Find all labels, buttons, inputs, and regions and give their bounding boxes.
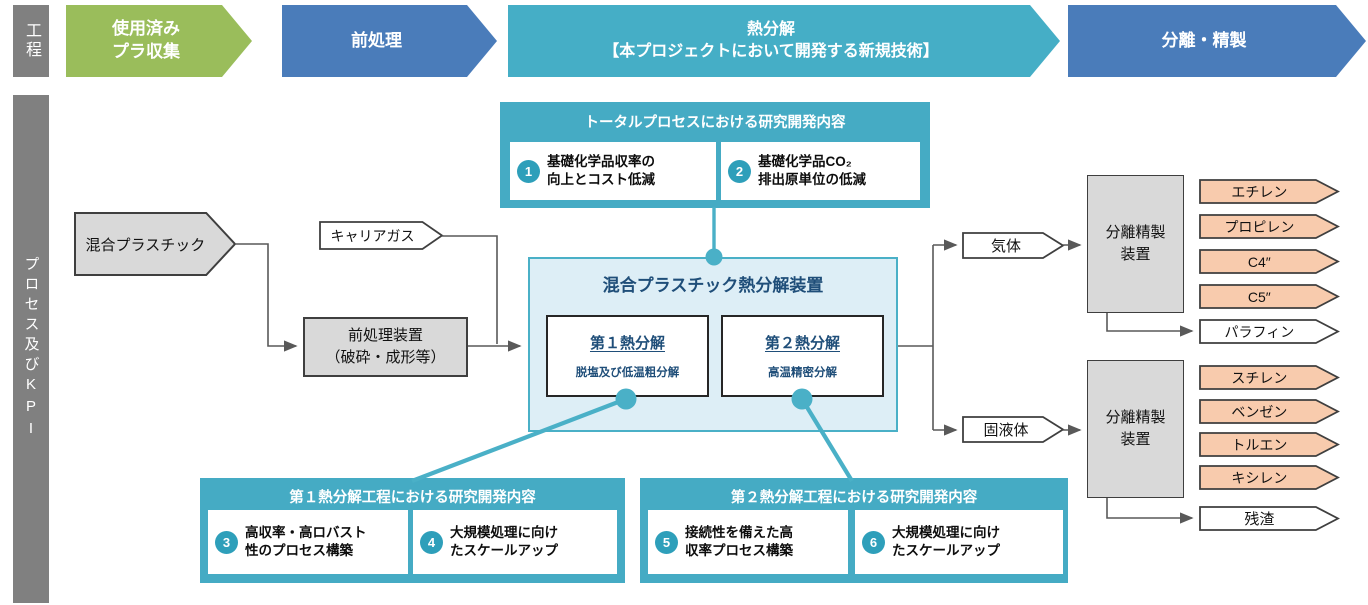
product-styrene: スチレン — [1200, 366, 1338, 389]
sidebar-process-kpi-label: プロセス及びKPI — [13, 95, 49, 603]
product-label: C5″ — [1247, 288, 1271, 305]
rd-item-number-badge: 6 — [862, 530, 885, 554]
product-c5: C5″ — [1200, 285, 1338, 308]
product-benzene: ベンゼン — [1200, 400, 1338, 423]
rd-item-number-badge: 5 — [655, 530, 678, 554]
pentagon-shape — [1200, 507, 1338, 530]
product-label: プロピレン — [1224, 218, 1295, 235]
second-pyrolysis-box: 第２熱分解 高温精密分解 — [721, 315, 884, 397]
product-c4: C4″ — [1200, 250, 1338, 273]
pentagon-shape — [75, 213, 235, 275]
pyrolysis-unit-title: 混合プラスチック熱分解装置 — [602, 276, 824, 295]
gas-label: 気体 — [990, 238, 1021, 255]
rd-item-text: 大規模処理に向け たスケールアップ — [892, 525, 1000, 558]
pentagon-shape — [1200, 215, 1338, 238]
first-pyrolysis-subtitle: 脱塩及び低温粗分解 — [575, 367, 680, 379]
mixed-plastic-node: 混合プラスチック — [75, 213, 235, 275]
rd-item-3: 3 高収率・高ロバスト 性のプロセス構築 — [208, 510, 408, 574]
separation-device-top-box: 分離精製 装置 — [1087, 175, 1184, 313]
rd-item-text: 基礎化学品収率の 向上とコスト低減 — [547, 154, 655, 187]
solid-liquid-label: 固液体 — [983, 422, 1029, 439]
pentagon-shape — [1200, 320, 1338, 343]
rd-item-text: 大規模処理に向け たスケールアップ — [450, 525, 558, 558]
stage-arrow-pyrolysis: 熱分解 【本プロジェクトにおいて開発する新規技術】 — [508, 5, 1060, 77]
product-xylene: キシレン — [1200, 466, 1338, 489]
rd-item-2: 2 基礎化学品CO₂ 排出原単位の低減 — [721, 142, 920, 200]
product-toluene: トルエン — [1200, 433, 1338, 456]
pyrolysis-unit-box: 混合プラスチック熱分解装置 第１熱分解 脱塩及び低温粗分解 第２熱分解 高温精密… — [528, 257, 898, 432]
rd-item-text: 接続性を備えた高 収率プロセス構築 — [685, 525, 793, 558]
pentagon-shape — [1200, 400, 1338, 423]
rd-item-4: 4 大規模処理に向け たスケールアップ — [413, 510, 617, 574]
stage-arrow-separation: 分離・精製 — [1068, 5, 1366, 77]
rd-item-number-badge: 1 — [517, 159, 540, 183]
product-label: キシレン — [1231, 469, 1288, 486]
gas-node: 気体 — [963, 233, 1063, 258]
carrier-gas-node: キャリアガス — [320, 222, 442, 249]
rd-item-5: 5 接続性を備えた高 収率プロセス構築 — [648, 510, 848, 574]
product-label: ベンゼン — [1231, 403, 1288, 420]
product-label: エチレン — [1231, 183, 1288, 200]
callout-total-title: トータルプロセスにおける研究開発内容 — [584, 115, 846, 131]
stage-arrow-pretreatment: 前処理 — [282, 5, 497, 77]
separation-device-bottom-box: 分離精製 装置 — [1087, 360, 1184, 498]
pentagon-shape — [320, 222, 442, 249]
rd-item-text: 高収率・高ロバスト 性のプロセス構築 — [245, 525, 367, 558]
stage-header-label: 工程 — [13, 5, 49, 77]
rd-item-number-badge: 2 — [728, 159, 751, 183]
callout-first-title: 第１熱分解工程における研究開発内容 — [289, 490, 536, 506]
pentagon-shape — [1200, 180, 1338, 203]
pentagon-shape — [963, 417, 1063, 442]
pentagon-shape — [1200, 250, 1338, 273]
stage-arrow-collection: 使用済み プラ収集 — [66, 5, 252, 77]
second-pyrolysis-title: 第２熱分解 — [764, 335, 840, 352]
first-pyrolysis-box: 第１熱分解 脱塩及び低温粗分解 — [546, 315, 709, 397]
product-ethylene: エチレン — [1200, 180, 1338, 203]
product-label: C4″ — [1247, 253, 1271, 270]
callout-total-process: トータルプロセスにおける研究開発内容 1 基礎化学品収率の 向上とコスト低減 2… — [500, 102, 930, 208]
rd-item-1: 1 基礎化学品収率の 向上とコスト低減 — [510, 142, 716, 200]
product-propylene: プロピレン — [1200, 215, 1338, 238]
first-pyrolysis-title: 第１熱分解 — [589, 335, 665, 352]
product-label: スチレン — [1231, 369, 1288, 386]
rd-item-number-badge: 4 — [420, 530, 443, 554]
product-label: トルエン — [1231, 436, 1288, 453]
callout-first-pyrolysis: 第１熱分解工程における研究開発内容 3 高収率・高ロバスト 性のプロセス構築 4… — [200, 478, 625, 583]
second-pyrolysis-subtitle: 高温精密分解 — [768, 367, 837, 379]
mixed-plastic-label: 混合プラスチック — [85, 236, 206, 254]
pretreatment-device-box: 前処理装置 （破砕・成形等） — [303, 317, 468, 377]
rd-item-text: 基礎化学品CO₂ 排出原単位の低減 — [758, 154, 866, 187]
rd-item-number-badge: 3 — [215, 530, 238, 554]
pentagon-shape — [1200, 466, 1338, 489]
product-paraffin: パラフィン — [1200, 320, 1338, 343]
carrier-gas-label: キャリアガス — [330, 227, 415, 244]
product-residue: 残渣 — [1200, 507, 1338, 530]
pentagon-shape — [1200, 433, 1338, 456]
solid-liquid-node: 固液体 — [963, 417, 1063, 442]
pentagon-shape — [963, 233, 1063, 258]
callout-second-pyrolysis: 第２熱分解工程における研究開発内容 5 接続性を備えた高 収率プロセス構築 6 … — [640, 478, 1068, 583]
product-label: 残渣 — [1244, 511, 1275, 528]
rd-item-6: 6 大規模処理に向け たスケールアップ — [855, 510, 1063, 574]
callout-second-title: 第２熱分解工程における研究開発内容 — [730, 490, 978, 506]
pentagon-shape — [1200, 366, 1338, 389]
product-label: パラフィン — [1224, 323, 1295, 340]
pentagon-shape — [1200, 285, 1338, 308]
